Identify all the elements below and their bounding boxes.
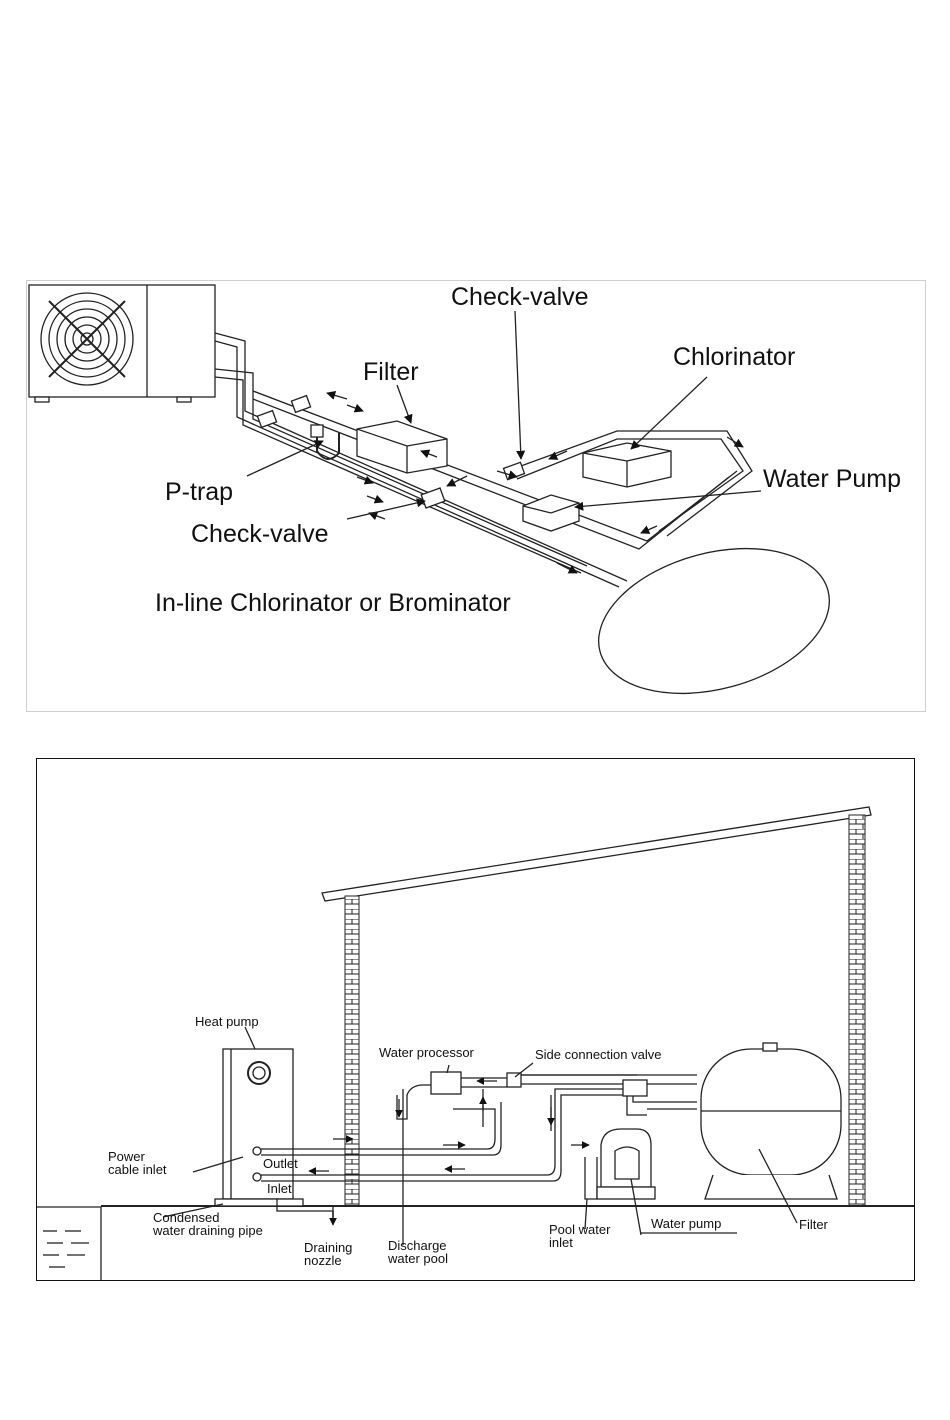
label-inline-chlorinator: In-line Chlorinator or Brominator <box>155 589 511 617</box>
bottom-installation-diagram: Heat pump Power cable inlet Outlet Inlet… <box>36 758 915 1281</box>
label-inlet: Inlet <box>267 1181 292 1196</box>
label-filter: Filter <box>799 1217 829 1232</box>
filter-box <box>357 421 447 473</box>
label-check-valve-bottom: Check-valve <box>191 520 329 548</box>
chlorinator-box <box>583 443 671 487</box>
water-pump <box>597 1129 655 1199</box>
top-installation-diagram: Check-valve Chlorinator Filter Water Pum… <box>26 280 926 712</box>
heat-pump-unit <box>29 285 215 402</box>
label-condensed-2: water draining pipe <box>152 1223 263 1238</box>
filter-tank <box>701 1043 841 1199</box>
label-water-processor: Water processor <box>379 1045 475 1060</box>
label-chlorinator: Chlorinator <box>673 343 795 371</box>
water-pump-box <box>523 495 579 531</box>
label-check-valve-top: Check-valve <box>451 283 589 311</box>
label-water-pump: Water pump <box>651 1216 721 1231</box>
label-water-pump: Water Pump <box>763 465 901 493</box>
label-outlet: Outlet <box>263 1156 298 1171</box>
pool-shape <box>582 525 845 717</box>
label-side-connection-valve: Side connection valve <box>535 1047 661 1062</box>
water-processor <box>431 1072 647 1131</box>
label-pool-water-2: inlet <box>549 1235 573 1250</box>
label-draining-2: nozzle <box>304 1253 342 1268</box>
bottom-diagram-drawing: Heat pump Power cable inlet Outlet Inlet… <box>37 759 914 1280</box>
label-heat-pump: Heat pump <box>195 1014 259 1029</box>
label-p-trap: P-trap <box>165 478 233 506</box>
top-diagram-drawing: Check-valve Chlorinator Filter Water Pum… <box>27 281 925 711</box>
flow-arrows <box>327 393 743 573</box>
label-filter: Filter <box>363 358 419 386</box>
label-discharge-2: water pool <box>387 1251 448 1266</box>
label-power-cable-2: cable inlet <box>108 1162 167 1177</box>
